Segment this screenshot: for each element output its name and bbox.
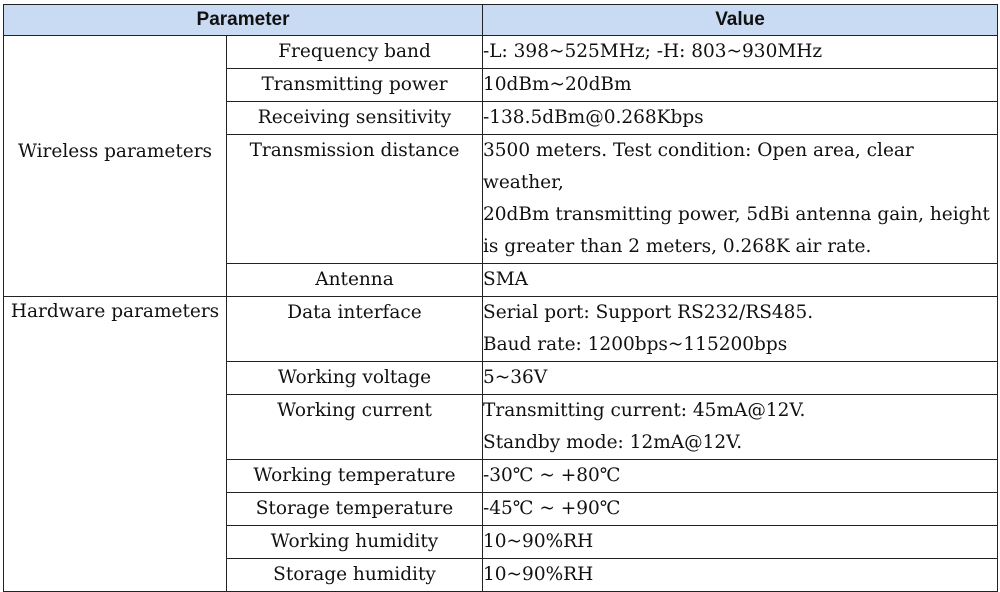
param-value: 10dBm~20dBm <box>482 68 999 102</box>
param-name: Working current <box>225 394 484 460</box>
param-value: 3500 meters. Test condition: Open area, … <box>482 134 999 264</box>
group-label-hardware: Hardware parameters <box>3 296 227 592</box>
table-row: Storage temperature -45℃ ~ +90℃ <box>4 492 999 526</box>
table-row: Transmission distance 3500 meters. Test … <box>4 134 999 264</box>
param-value: -30℃ ~ +80℃ <box>482 459 999 493</box>
param-value: 5~36V <box>482 361 999 395</box>
param-value: -L: 398~525MHz; -H: 803~930MHz <box>482 35 999 69</box>
param-name: Working humidity <box>225 525 484 559</box>
param-value: -138.5dBm@0.268Kbps <box>482 101 999 135</box>
group-name: Hardware parameters <box>10 301 220 322</box>
param-value: 10~90%RH <box>482 558 999 592</box>
table-row: Working temperature -30℃ ~ +80℃ <box>4 459 999 493</box>
table-row: Antenna SMA <box>4 263 999 297</box>
param-value: -45℃ ~ +90℃ <box>482 492 999 526</box>
param-value: 10~90%RH <box>482 525 999 559</box>
table-row: Wireless parameters Frequency band -L: 3… <box>3 35 999 297</box>
spec-table: Parameter Value Wireless parameters Freq… <box>2 4 999 592</box>
param-value: SMA <box>482 263 999 297</box>
value-header: Value <box>482 4 999 36</box>
group-label-wireless: Wireless parameters <box>3 35 227 297</box>
parameter-header: Parameter <box>2 4 484 36</box>
param-name: Frequency band <box>225 35 484 69</box>
param-name: Antenna <box>225 263 484 297</box>
param-name: Transmission distance <box>225 134 484 264</box>
param-name: Data interface <box>225 296 484 362</box>
param-name: Transmitting power <box>225 68 484 102</box>
param-name: Working voltage <box>225 361 484 395</box>
param-name: Working temperature <box>225 459 484 493</box>
param-value: Transmitting current: 45mA@12V. Standby … <box>482 394 999 460</box>
param-value: Serial port: Support RS232/RS485. Baud r… <box>482 296 999 362</box>
table-row: Transmitting power 10dBm~20dBm <box>4 68 999 102</box>
header-row: Parameter Value <box>2 4 999 36</box>
table-row: Hardware parameters Data interface Seria… <box>3 296 999 592</box>
param-name: Storage temperature <box>225 492 484 526</box>
table-row: Working current Transmitting current: 45… <box>4 394 999 460</box>
param-name: Storage humidity <box>225 558 484 592</box>
group-name: Wireless parameters <box>17 141 213 162</box>
table-row: Receiving sensitivity -138.5dBm@0.268Kbp… <box>4 101 999 135</box>
param-name: Receiving sensitivity <box>225 101 484 135</box>
